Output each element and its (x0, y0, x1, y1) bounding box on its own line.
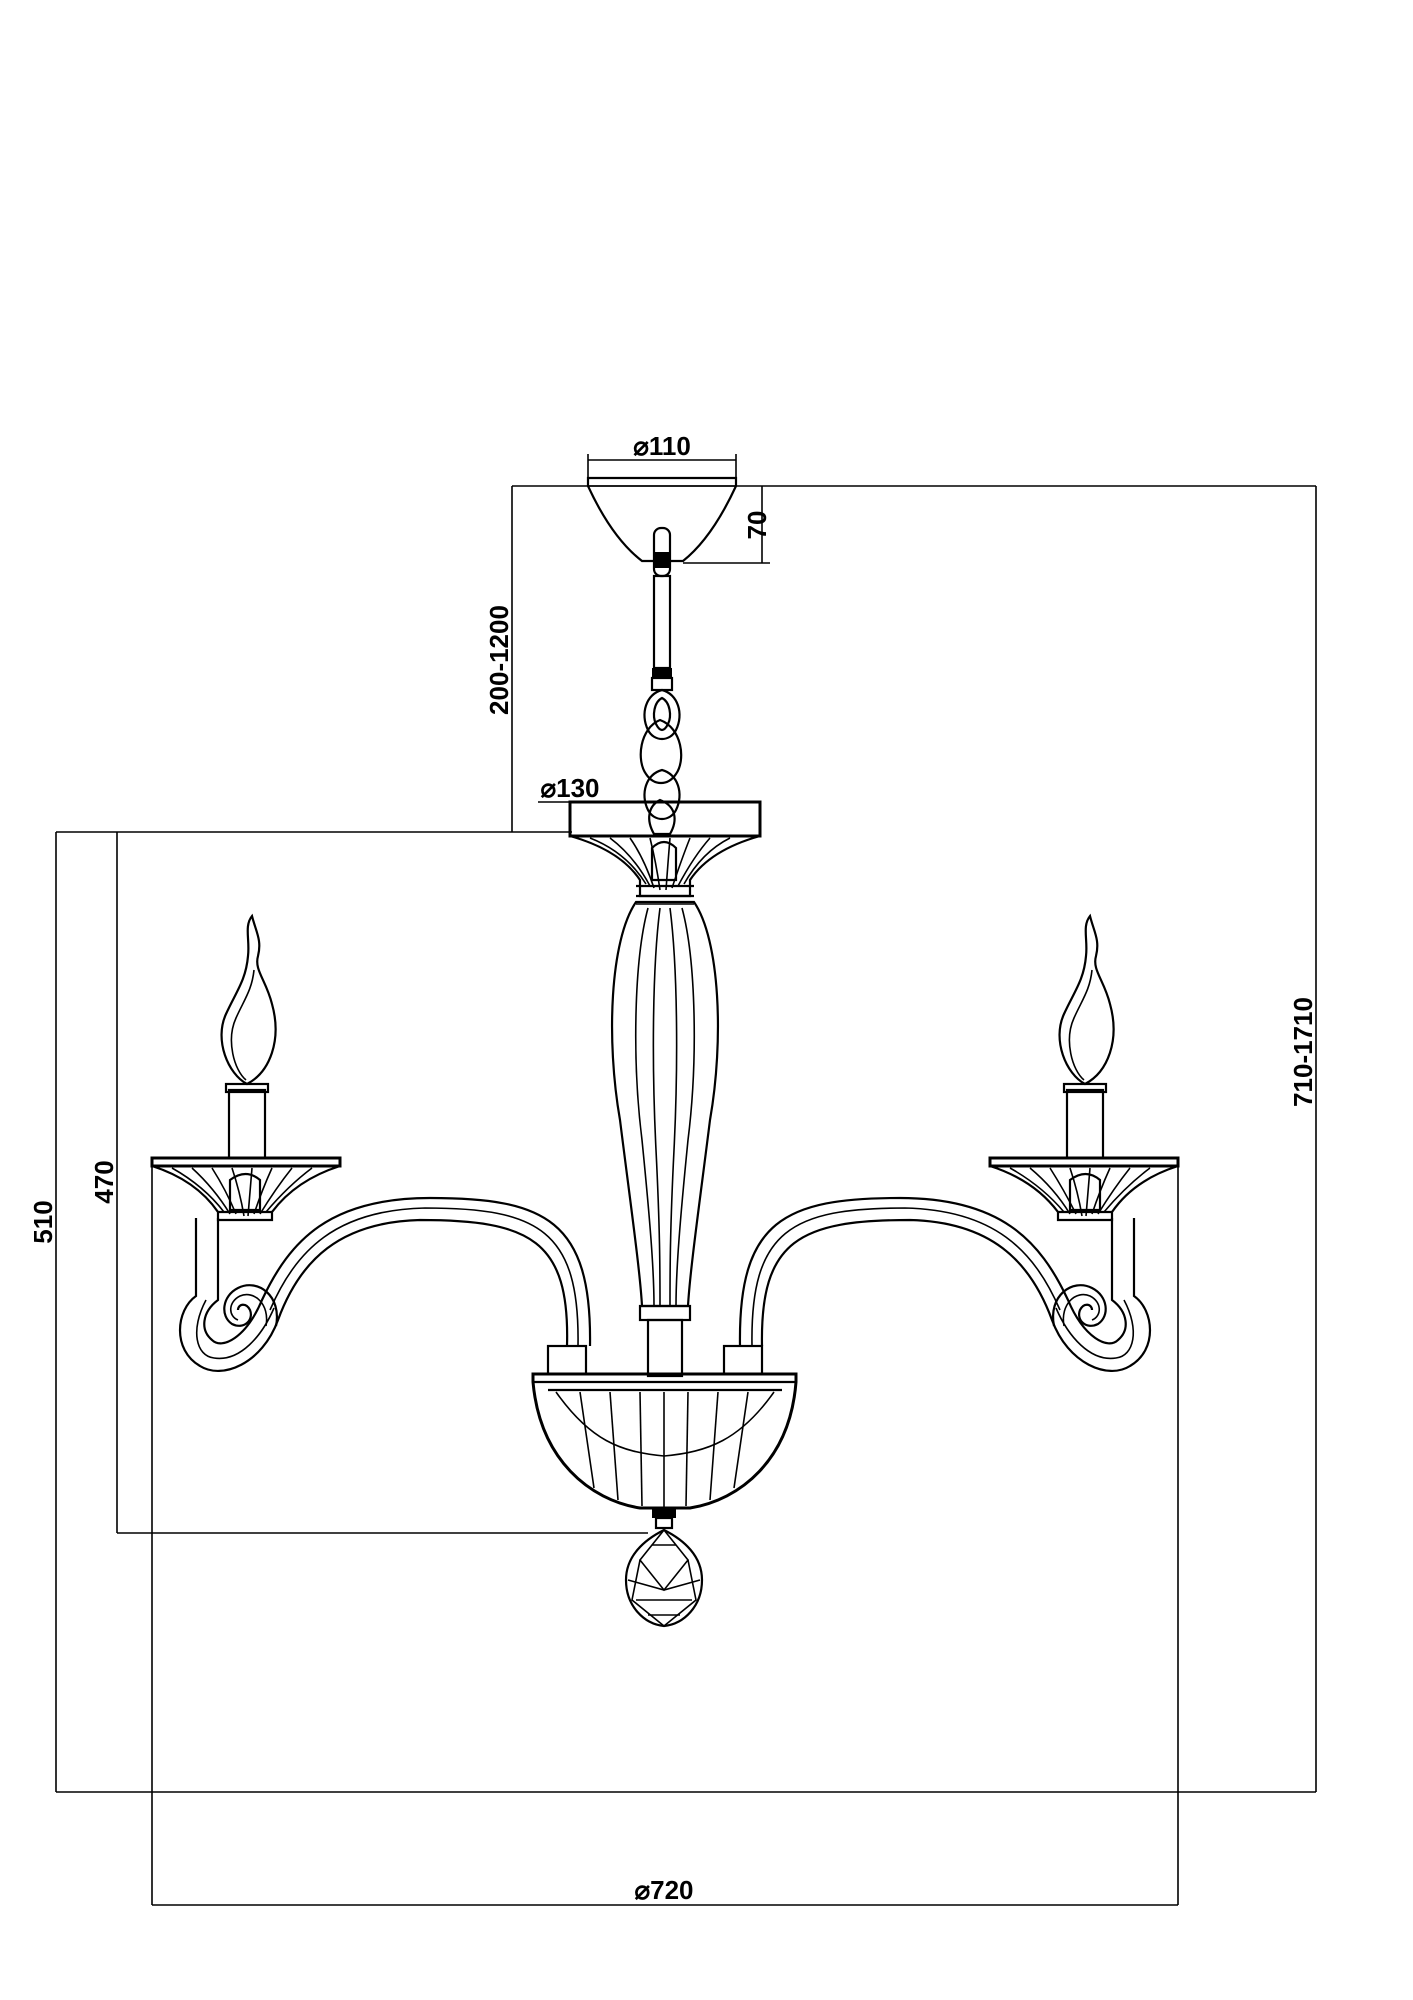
central-stem (610, 900, 720, 1378)
chandelier-outline (150, 476, 1180, 1628)
height-510-label: 510 (28, 1200, 58, 1243)
canopy-diameter-label: ⌀110 (633, 431, 691, 461)
left-arm (178, 1196, 592, 1372)
chain (639, 688, 683, 836)
ceiling-canopy (586, 476, 738, 578)
bottom-bowl (531, 1344, 798, 1518)
dimension-lines (55, 454, 1317, 1906)
chain-length-label: 200-1200 (484, 605, 514, 715)
top-cup-diameter-label: ⌀130 (540, 773, 599, 803)
right-candle (1058, 913, 1115, 1160)
right-candle-cup (988, 1156, 1180, 1222)
left-candle-cup (150, 1156, 342, 1222)
suspension-rod (650, 574, 674, 692)
crystal-drop (624, 1516, 704, 1628)
top-cup (568, 800, 762, 898)
canopy-height-label: 70 (742, 511, 772, 540)
height-470-label: 470 (89, 1160, 119, 1203)
total-diameter-label: ⌀720 (634, 1875, 693, 1905)
total-height-label: 710-1710 (1288, 997, 1318, 1107)
left-candle (220, 913, 277, 1160)
dimension-labels: ⌀110 70 200-1200 ⌀130 710-1710 510 470 ⌀… (28, 431, 1318, 1905)
right-arm (738, 1196, 1152, 1372)
